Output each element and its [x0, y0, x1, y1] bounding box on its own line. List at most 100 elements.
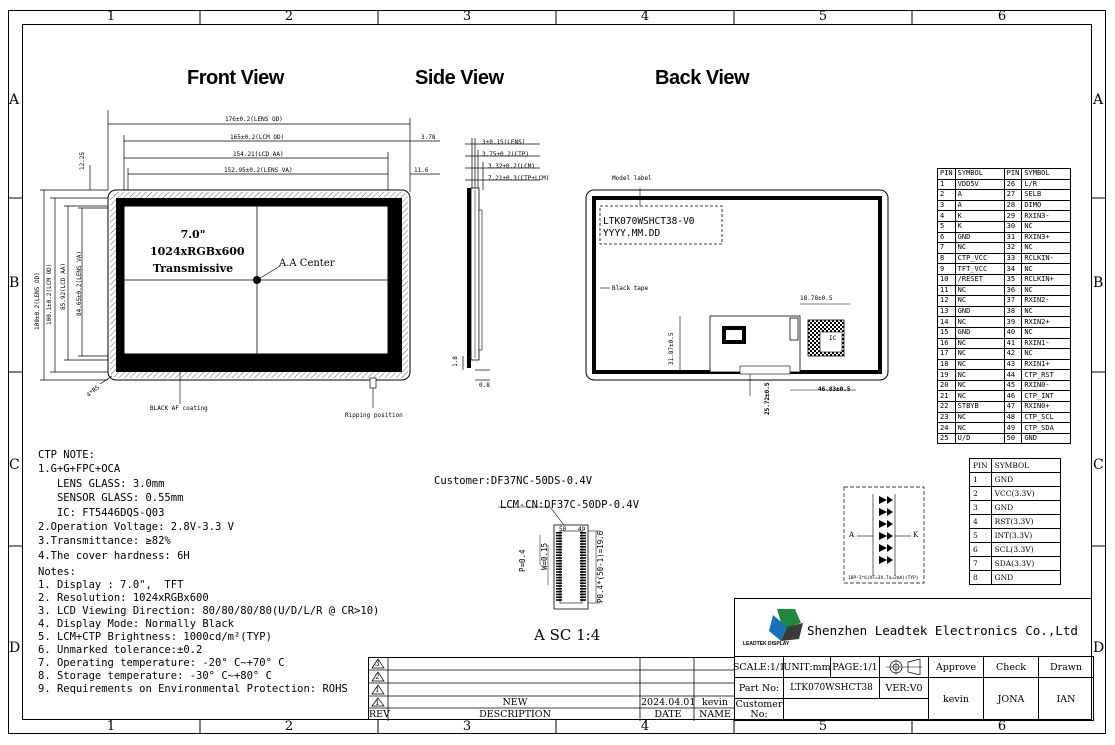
note-9: 9. Requirements on Environmental Protect…: [38, 683, 348, 695]
connector-pin: [580, 543, 586, 545]
dim-lcd-aa: 154.21(LCD AA): [233, 151, 284, 158]
black-tape-label: Black tape: [612, 285, 649, 292]
front-view-drawing: [40, 110, 440, 408]
ctp-pin-number: 7: [969, 556, 992, 571]
pin-number: 6: [937, 231, 956, 244]
note-4: 4. Display Mode: Normally Black: [38, 618, 234, 630]
grid-col-1: 1: [106, 9, 116, 24]
pin-symbol: K: [954, 210, 1005, 222]
pin-symbol: NC: [954, 337, 1005, 350]
ctp-pin-symbol: SCL(3.3V): [990, 542, 1062, 557]
connector-pin: [556, 534, 562, 537]
dim-lens-od-v: 109±0.2(LENS OD): [34, 272, 41, 330]
pin-number: 40: [1003, 326, 1023, 339]
connector-pin: [556, 599, 562, 601]
connector-pin: [556, 593, 562, 596]
connector-pin: [580, 574, 586, 576]
connector-pin: [580, 571, 586, 573]
side-dim-total: 7.21±0.3(CTP+LCM): [488, 175, 550, 182]
connector-pin: [580, 593, 586, 596]
ctp-pin-number: 1: [969, 472, 992, 487]
customer-no-label-cell: Customer No:: [734, 698, 784, 721]
ctp-pin-number: 5: [969, 528, 992, 543]
unit-text: UNIT:mm: [783, 661, 831, 673]
scale-cell: SCALE:1/1: [733, 656, 785, 678]
pin-number: 21: [937, 390, 956, 403]
approve-hdr-cell: Approve: [928, 656, 984, 678]
pin-symbol: RXIN1-: [1021, 337, 1072, 350]
page-cell: PAGE:1/1: [830, 656, 880, 678]
connector-pin: [556, 548, 562, 551]
model-number: LTK070WSHCT38-V0: [603, 216, 695, 227]
ctp-pin-number: 2: [969, 486, 992, 501]
pin-symbol: GND: [1021, 432, 1072, 445]
connector-pin: [556, 537, 562, 540]
detail-scale: A SC 1:4: [534, 626, 601, 644]
rev-header: REV: [369, 709, 390, 720]
grid-col-5-bottom: 5: [818, 719, 828, 734]
ctp-pin-symbol: INT(3.3V): [990, 528, 1062, 543]
pin-symbol: RXIN0+: [1021, 401, 1072, 413]
pin-number: 46: [1003, 390, 1023, 403]
pin-number: 37: [1003, 295, 1023, 307]
note-1: 1. Display : 7.0", TFT: [38, 579, 184, 591]
pin-number: 45: [1003, 379, 1023, 392]
lcm-connector: LCM-CN:DF37C-50DP-0.4V: [500, 499, 640, 511]
connector-pin: [580, 579, 586, 582]
ctp-pin-symbol: RST(3.3V): [990, 514, 1062, 529]
pin-number: 18: [937, 358, 956, 371]
revision-block: 3 2 1 1 NEW 2024.04.01 kevin REV DESCRIP…: [368, 657, 735, 721]
led-cathode-label: K: [913, 531, 919, 539]
connector-pin: [556, 571, 562, 573]
pin-number: 1: [937, 178, 956, 191]
ctp-pin-symbol: GND: [990, 500, 1062, 515]
pin-number: 14: [937, 316, 956, 328]
pin-number: 10: [937, 273, 956, 286]
part-no-label-cell: Part No:: [734, 677, 784, 699]
dim-3-78: 3.78: [421, 134, 436, 141]
connector-pin: [556, 585, 562, 587]
connector-pin: [556, 579, 562, 582]
pin-symbol: RXIN2-: [1021, 295, 1072, 307]
connector-pin: [580, 585, 586, 587]
approve-hdr: Approve: [935, 661, 977, 673]
pin-number: 19: [937, 369, 956, 381]
pin-symbol: STBYB: [954, 401, 1005, 413]
pin-number: 33: [1003, 252, 1023, 265]
pin-symbol: NC: [1021, 348, 1072, 360]
grid-col-1-bottom: 1: [106, 719, 116, 734]
grid-col-3-bottom: 3: [462, 719, 472, 734]
pin-number: 48: [1003, 411, 1023, 424]
connector-pin: [580, 534, 586, 537]
note-6: 6. Unmarked tolerance:±0.2: [38, 644, 203, 656]
pin-number: 38: [1003, 305, 1023, 318]
part-no: LTK070WSHCT38: [790, 683, 873, 693]
pin-symbol: NC: [1021, 220, 1072, 233]
connector-pin: [556, 588, 562, 590]
pin-number: 42: [1003, 348, 1023, 360]
grid-col-5: 5: [818, 9, 828, 24]
check-name-cell: JONA: [983, 677, 1039, 721]
pin-symbol: RCLKIN-: [1021, 252, 1072, 265]
back-dim-18-78: 18.78±0.5: [800, 295, 833, 302]
check-hdr-cell: Check: [983, 656, 1039, 678]
note-2: 2. Resolution: 1024xRGBx600: [38, 592, 209, 604]
ctp-note-3: SENSOR GLASS: 0.55mm: [38, 492, 184, 505]
pin-number: 36: [1003, 284, 1023, 297]
grid-row-b-right: B: [1093, 275, 1104, 291]
led-anode-label: A: [849, 531, 855, 539]
